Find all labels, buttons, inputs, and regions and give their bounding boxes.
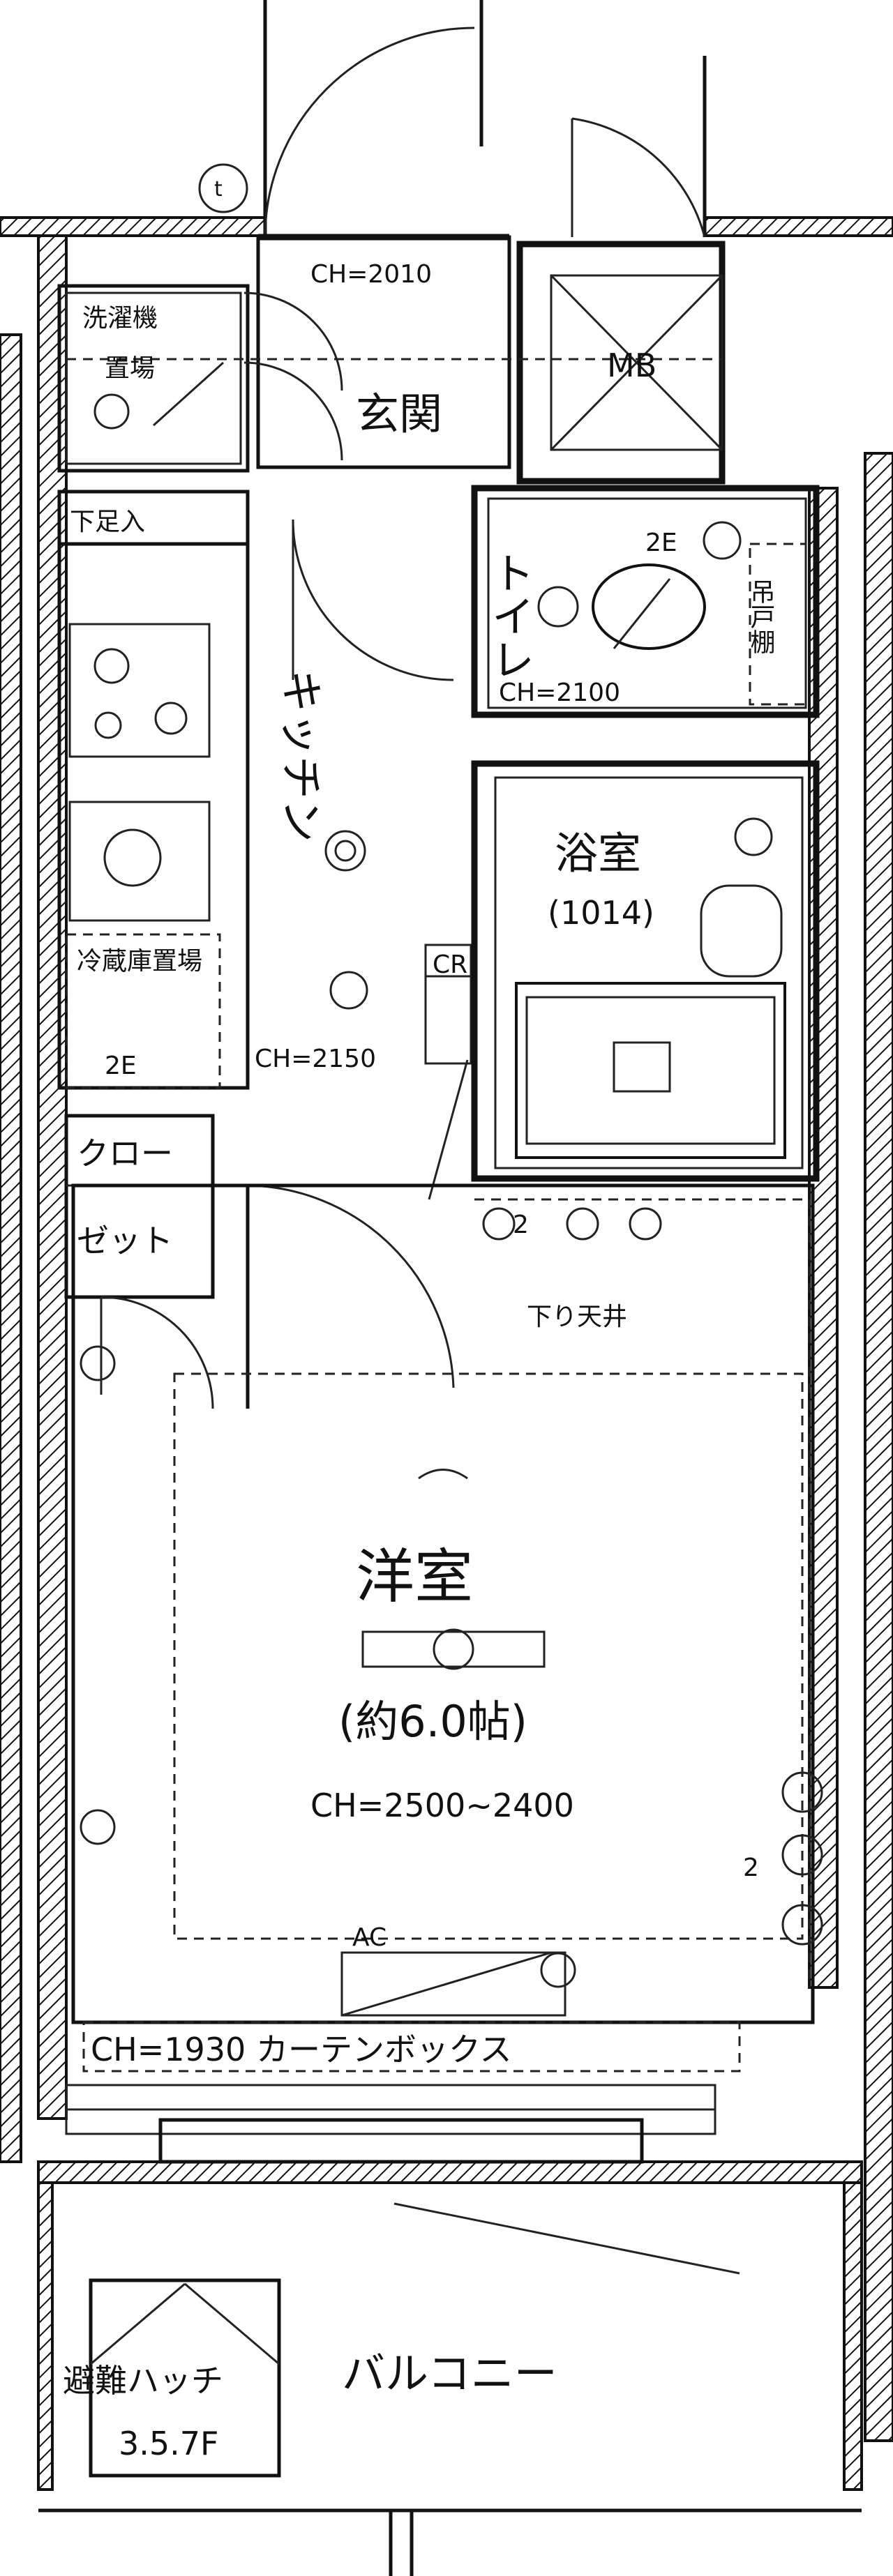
hatch-label: 避難ハッチ bbox=[63, 2362, 223, 2400]
exterior-walls bbox=[0, 216, 893, 2576]
balcony-label: バルコニー bbox=[342, 2348, 557, 2399]
lowered-ceiling-label: 下り天井 bbox=[527, 1303, 627, 1331]
genkan-label: 玄関 bbox=[356, 388, 442, 439]
toilet-2e-label: 2E bbox=[645, 529, 677, 557]
shoe-cabinet-label: 下足入 bbox=[70, 508, 145, 536]
bath-size-label: (1014) bbox=[548, 894, 654, 932]
hatch-floor-label: 3.5.7F bbox=[119, 2425, 219, 2462]
ch-toilet-label: CH=2100 bbox=[499, 679, 620, 707]
room-size-label: (約6.0帖) bbox=[338, 1696, 527, 1747]
bath-label: 浴室 bbox=[555, 828, 641, 879]
ch-curtain-label: CH=1930 カーテンボックス bbox=[91, 2031, 512, 2068]
closet-label-1: クロー bbox=[77, 1135, 173, 1172]
ch-entrance-label: CH=2010 bbox=[310, 260, 432, 289]
cr-label: CR bbox=[433, 950, 467, 979]
entrance-area bbox=[57, 234, 726, 485]
fridge-2e-label: 2E bbox=[105, 1052, 137, 1080]
cabinet-label: 吊戸棚 bbox=[746, 579, 775, 654]
ch-kitchen-label: CH=2150 bbox=[255, 1045, 376, 1073]
washer-label: 洗濯機 bbox=[82, 304, 158, 333]
toilet-area bbox=[471, 485, 820, 718]
t-marker: t bbox=[214, 177, 223, 202]
outlet-2-label: 2 bbox=[513, 1211, 529, 1239]
western-room-label: 洋室 bbox=[356, 1543, 473, 1611]
washer-sub-label: 置場 bbox=[105, 354, 155, 383]
closet-label-2: ゼット bbox=[77, 1222, 173, 1259]
bath-area bbox=[471, 760, 820, 1182]
ch-room-label: CH=2500~2400 bbox=[310, 1787, 574, 1824]
kitchen-label: キッチン bbox=[276, 669, 327, 842]
entrance-doors bbox=[198, 0, 707, 238]
kitchen-area bbox=[57, 490, 472, 1200]
fridge-label: 冷蔵庫置場 bbox=[77, 947, 202, 976]
mb-label: MB bbox=[607, 347, 656, 384]
window-balcony bbox=[65, 2084, 740, 2478]
side-2-label: 2 bbox=[743, 1854, 759, 1882]
western-room bbox=[71, 1183, 823, 2073]
toilet-label: トイレ bbox=[484, 551, 535, 681]
ac-label: AC bbox=[352, 1923, 387, 1952]
